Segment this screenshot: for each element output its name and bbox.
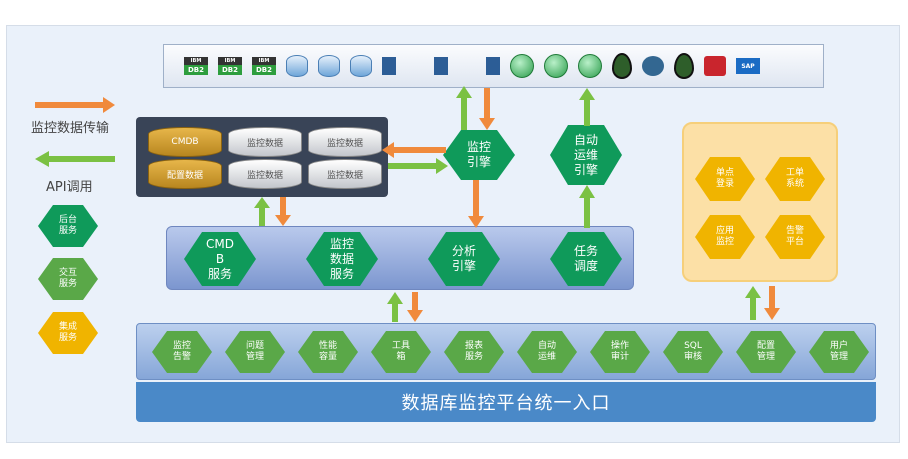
legend-integrate-service: 集成 服务	[38, 312, 98, 354]
monitor-data-store: 监控数据	[228, 159, 302, 189]
module-issue-mgmt: 问题 管理	[225, 331, 285, 373]
legend-api-label: API调用	[46, 180, 93, 195]
database-cylinder-icon	[350, 55, 372, 77]
task-scheduler: 任务 调度	[550, 232, 622, 286]
green-database-icon	[510, 54, 534, 78]
module-audit: 操作 审计	[590, 331, 650, 373]
legend-transfer-label: 监控数据传输	[31, 121, 110, 136]
module-sql-review: SQL 审核	[663, 331, 723, 373]
config-data-store: 配置数据	[148, 159, 222, 189]
sap-hana-icon: SAP	[736, 58, 760, 74]
database-cylinder-icon	[286, 55, 308, 77]
monitor-data-store: 监控数据	[308, 159, 382, 189]
module-user-mgmt: 用户 管理	[809, 331, 869, 373]
green-database-icon	[544, 54, 568, 78]
mongodb-leaf-icon	[674, 53, 694, 79]
cmdb-store: CMDB	[148, 127, 222, 157]
green-database-icon	[578, 54, 602, 78]
legend-interact-service: 交互 服务	[38, 258, 98, 300]
mssql-icon	[486, 57, 500, 75]
mongodb-leaf-icon	[612, 53, 632, 79]
transfer-arrow-icon	[35, 97, 115, 113]
monitor-data-service: 监控 数据 服务	[306, 232, 378, 286]
analysis-engine: 分析 引擎	[428, 232, 500, 286]
database-cylinder-icon	[318, 55, 340, 77]
monitor-data-store: 监控数据	[308, 127, 382, 157]
unified-entry-title: 数据库监控平台统一入口	[136, 382, 876, 422]
postgresql-elephant-icon	[642, 56, 664, 76]
module-perf-capacity: 性能 容量	[298, 331, 358, 373]
redis-icon	[704, 56, 726, 76]
integration-panel	[682, 122, 838, 282]
auto-ops-engine: 自动 运维 引擎	[550, 125, 622, 185]
module-toolbox: 工具 箱	[371, 331, 431, 373]
legend-backend-service: 后台 服务	[38, 205, 98, 247]
module-auto-ops: 自动 运维	[517, 331, 577, 373]
mssql-icon	[382, 57, 396, 75]
module-config-mgmt: 配置 管理	[736, 331, 796, 373]
monitor-data-store: 监控数据	[228, 127, 302, 157]
module-monitor-alert: 监控 告警	[152, 331, 212, 373]
api-arrow-icon	[35, 151, 115, 167]
data-storage-block: CMDB 监控数据 监控数据 配置数据 监控数据 监控数据	[136, 117, 388, 197]
cmdb-service: CMD B 服务	[184, 232, 256, 286]
mssql-icon	[434, 57, 448, 75]
module-report: 报表 服务	[444, 331, 504, 373]
